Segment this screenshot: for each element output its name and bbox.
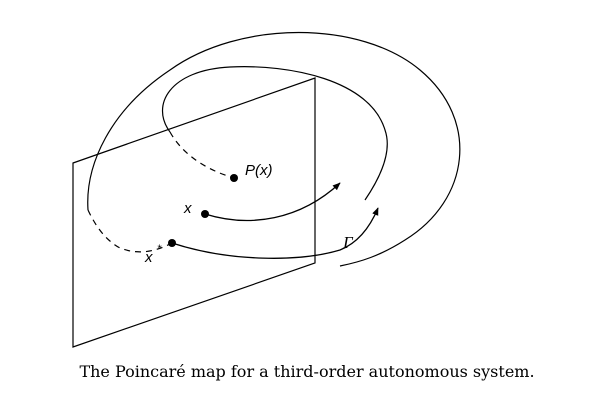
label-xstar-superscript: * [157,243,162,255]
label-px: P(x) [245,162,273,179]
point-px [230,174,238,182]
label-xstar: x [144,249,153,266]
inner-orbit-solid [161,66,388,201]
point-xstar [168,239,176,247]
figure-caption: The Poincaré map for a third-order auton… [79,362,535,381]
point-x [201,210,209,218]
inner-orbit-dashed [169,131,235,179]
poincare-section-plane [72,77,316,348]
outer-orbit-solid-upper [87,32,461,267]
outer-orbit-solid-front [171,207,379,259]
trajectory-x-to-px [204,182,341,222]
outer-orbit-dashed [87,209,173,253]
label-x: x [183,200,192,217]
label-gamma: Γ [342,233,354,252]
